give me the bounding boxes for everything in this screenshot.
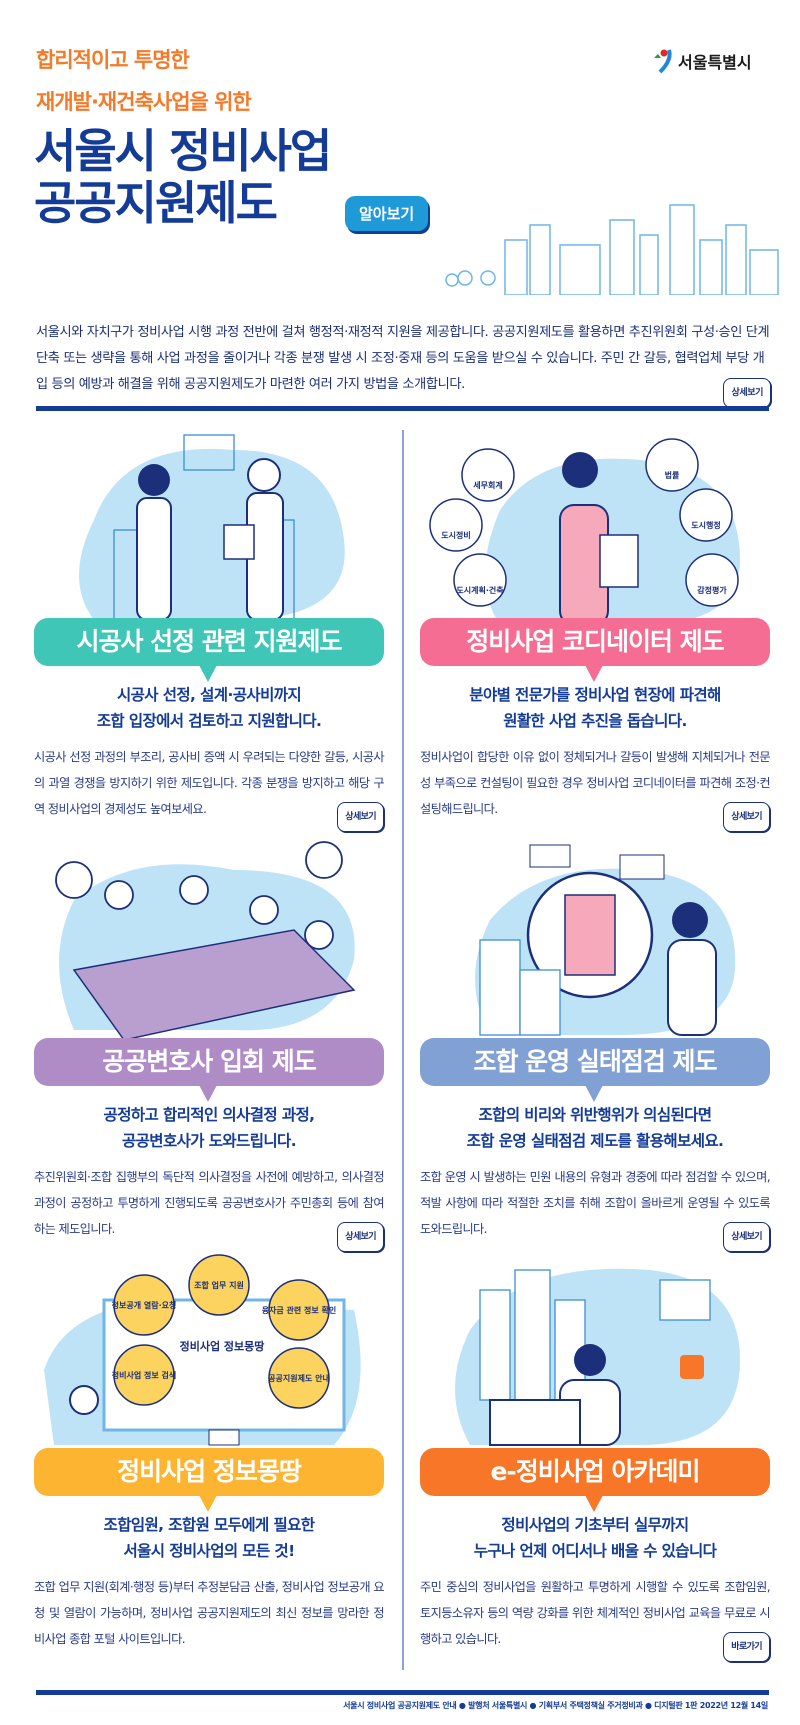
card-body: 시공사 선정 과정의 부조리, 공사비 증액 시 우려되는 다양한 갈등, 시공… (34, 744, 385, 832)
card-body-text: 조합 업무 지원(회계·행정 등)부터 추정분담금 산출, 정비사업 정보공개 … (34, 1580, 385, 1646)
bubble-union-support: 조합 업무 지원 (194, 1280, 244, 1290)
card-subtitle-1: 공정하고 합리적인 의사결정 과정, (103, 1106, 316, 1124)
card-title-pill: 정비사업 정보몽땅 (34, 1448, 384, 1512)
card-body-text: 주민 중심의 정비사업을 원활하고 투명하게 시행할 수 있도록 조합임원, 토… (420, 1580, 771, 1646)
card-body-text: 조합 운영 시 발생하는 민원 내용의 유형과 경중에 따라 점검할 수 있으며… (420, 1170, 771, 1236)
footer-credits: 서울시 정비사업 공공지원제도 안내 ● 발행처 서울특별시 ● 기획부서 주택… (343, 1701, 768, 1710)
page-title-line1: 서울시 정비사업 (34, 124, 332, 178)
bubble-info-disclosure: 정보공개 열람·요청 (112, 1300, 177, 1310)
card-subtitle-1: 시공사 선정, 설계·공사비까지 (116, 686, 302, 704)
handshake-illustration (79, 434, 345, 621)
bubble-urban-planning: 도시계획·건축 (456, 585, 504, 595)
logo-text: 서울특별시 (678, 53, 752, 72)
card-title-pill: 조합 운영 실태점검 제도 (420, 1038, 770, 1102)
card-subtitle-1: 조합의 비리와 위반행위가 의심된다면 (478, 1106, 713, 1124)
card-body: 조합 운영 시 발생하는 민원 내용의 유형과 경중에 따라 점검할 수 있으며… (420, 1164, 771, 1252)
academy-illustration (455, 1268, 740, 1446)
header-subtitle-1: 합리적이고 투명한 (36, 48, 190, 72)
card-more-button[interactable]: 상세보기 (723, 802, 770, 832)
bubble-public-support: 공공지원제도 안내 (268, 1373, 330, 1383)
column-divider (402, 430, 404, 1670)
intro-paragraph: 서울시와 자치구가 정비사업 시행 과정 전반에 걸쳐 행정적·재정적 지원을 … (36, 320, 771, 408)
bubble-project-search: 정비사업 정보 검색 (112, 1370, 176, 1380)
card-title-pill: 정비사업 코디네이터 제도 (420, 618, 770, 682)
bubble-urban-admin: 도시행정 (691, 520, 720, 530)
card-subtitle-2: 누구나 언제 어디서나 배울 수 있습니다 (473, 1542, 717, 1560)
card-title-pill: e-정비사업 아카데미 (420, 1448, 770, 1512)
card-subtitle-1: 조합임원, 조합원 모두에게 필요한 (103, 1516, 316, 1534)
bubble-tax-accounting: 세무회계 (473, 480, 502, 490)
card-subtitle-2: 조합 입장에서 검토하고 지원합니다. (96, 712, 322, 730)
info-portal-illustration: 정보공개 열람·요청 조합 업무 지원 융자금 관련 정보 확인 정비사업 정보… (44, 1254, 361, 1446)
card-body-text: 시공사 선정 과정의 부조리, 공사비 증액 시 우려되는 다양한 갈등, 시공… (34, 750, 385, 816)
card-subtitle-2: 서울시 정비사업의 모든 것! (123, 1542, 295, 1560)
intro-more-button[interactable]: 상세보기 (723, 378, 771, 408)
card-subtitle-2: 원활한 사업 추진을 돕습니다. (503, 712, 687, 730)
card-body: 조합 업무 지원(회계·행정 등)부터 추정분담금 산출, 정비사업 정보공개 … (34, 1574, 385, 1652)
card-more-button[interactable]: 상세보기 (337, 802, 384, 832)
bubble-appraisal: 감정평가 (697, 585, 727, 595)
bubble-urban-maintenance: 도시정비 (441, 530, 470, 540)
card-body: 정비사업이 합당한 이유 없이 정체되거나 갈등이 발생해 지체되거나 전문성 … (420, 744, 771, 832)
coordinator-illustration: 세무회계 법률 도시정비 도시행정 도시계획·건축 감정평가 (429, 438, 740, 626)
card-body: 주민 중심의 정비사업을 원활하고 투명하게 시행할 수 있도록 조합임원, 토… (420, 1574, 771, 1662)
card-body: 추진위원회·조합 집행부의 독단적 의사결정을 사전에 예방하고, 의사결정 과… (34, 1164, 385, 1252)
card-subtitle-2: 조합 운영 실태점검 제도를 활용해보세요. (466, 1132, 724, 1150)
intro-text: 서울시와 자치구가 정비사업 시행 과정 전반에 걸쳐 행정적·재정적 지원을 … (36, 325, 770, 392)
card-more-button[interactable]: 상세보기 (723, 1222, 770, 1252)
learn-more-badge: 알아보기 (345, 196, 429, 231)
card-subtitle-2: 공공변호사가 도와드립니다. (121, 1132, 297, 1150)
seoul-logo: 서울특별시 (652, 48, 752, 74)
card-body-text: 추진위원회·조합 집행부의 독단적 의사결정을 사전에 예방하고, 의사결정 과… (34, 1170, 385, 1236)
card-subtitle-1: 분야별 전문가를 정비사업 현장에 파견해 (469, 686, 721, 704)
card-more-button[interactable]: 상세보기 (337, 1222, 384, 1252)
header-subtitle-2: 재개발·재건축사업을 위한 (36, 90, 252, 114)
top-divider (36, 406, 769, 411)
card-subtitle-1: 정비사업의 기초부터 실무까지 (501, 1516, 689, 1534)
bubble-law: 법률 (665, 470, 680, 480)
card-title-pill: 공공변호사 입회 제도 (34, 1038, 384, 1102)
bubble-loan-info: 융자금 관련 정보 확인 (262, 1305, 337, 1315)
card-go-button[interactable]: 바로가기 (723, 1632, 770, 1662)
card-body-text: 정비사업이 합당한 이유 없이 정체되거나 갈등이 발생해 지체되거나 전문성 … (420, 750, 771, 816)
meeting-illustration (55, 841, 356, 1040)
card-title-pill: 시공사 선정 관련 지원제도 (34, 618, 384, 682)
bottom-divider (36, 1690, 769, 1695)
portal-center-label: 정비사업 정보몽땅 (180, 1339, 265, 1353)
inspection-illustration (475, 844, 736, 1036)
seoul-logo-icon (654, 49, 672, 74)
city-skyline-illustration (445, 204, 779, 295)
page-title-line2: 공공지원제도 (34, 176, 278, 230)
